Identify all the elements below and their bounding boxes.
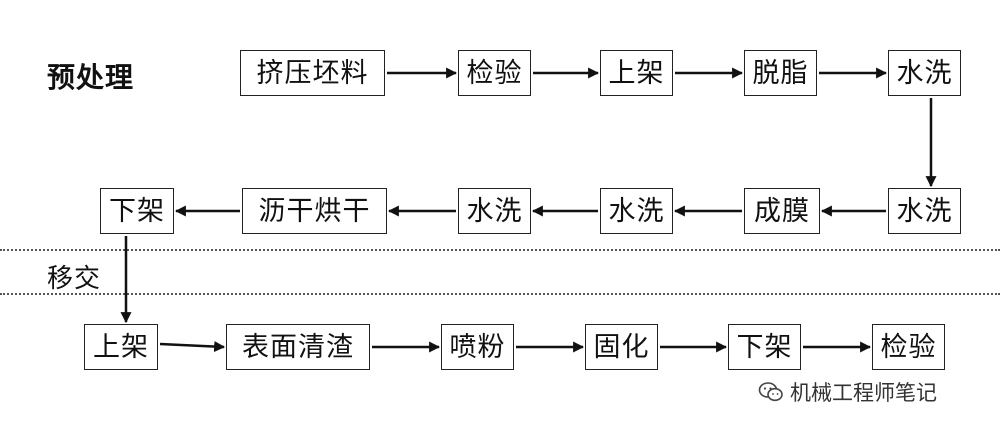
step-extrude-billet: 挤压坯料 — [240, 50, 385, 96]
arrow-r3-1 — [159, 341, 226, 353]
step-degreasing: 脱脂 — [744, 50, 817, 96]
step-inspection-2: 检验 — [872, 324, 945, 370]
section-label-transfer: 移交 — [47, 264, 102, 294]
step-racking-2: 上架 — [84, 324, 158, 370]
step-unracking: 下架 — [100, 188, 174, 234]
step-water-rinse-3: 水洗 — [600, 188, 673, 234]
step-unracking-2: 下架 — [728, 324, 801, 370]
step-film-forming: 成膜 — [744, 188, 820, 234]
step-drain-dry: 沥干烘干 — [242, 188, 387, 234]
step-water-rinse-4: 水洗 — [458, 188, 531, 234]
watermark-text: 机械工程师笔记 — [790, 381, 937, 405]
watermark: 机械工程师笔记 — [758, 377, 937, 407]
step-water-rinse-2: 水洗 — [888, 188, 961, 234]
divider-dotted-top — [0, 249, 1000, 251]
step-surface-cleaning: 表面清渣 — [226, 324, 370, 370]
step-powder-spraying: 喷粉 — [441, 324, 514, 370]
step-curing: 固化 — [585, 324, 658, 370]
divider-dotted-bottom — [0, 293, 1000, 295]
step-inspection: 检验 — [458, 50, 531, 96]
wechat-icon — [758, 382, 783, 402]
step-racking: 上架 — [600, 50, 673, 96]
step-water-rinse-1: 水洗 — [888, 50, 961, 96]
section-label-pretreatment: 预处理 — [47, 61, 135, 94]
